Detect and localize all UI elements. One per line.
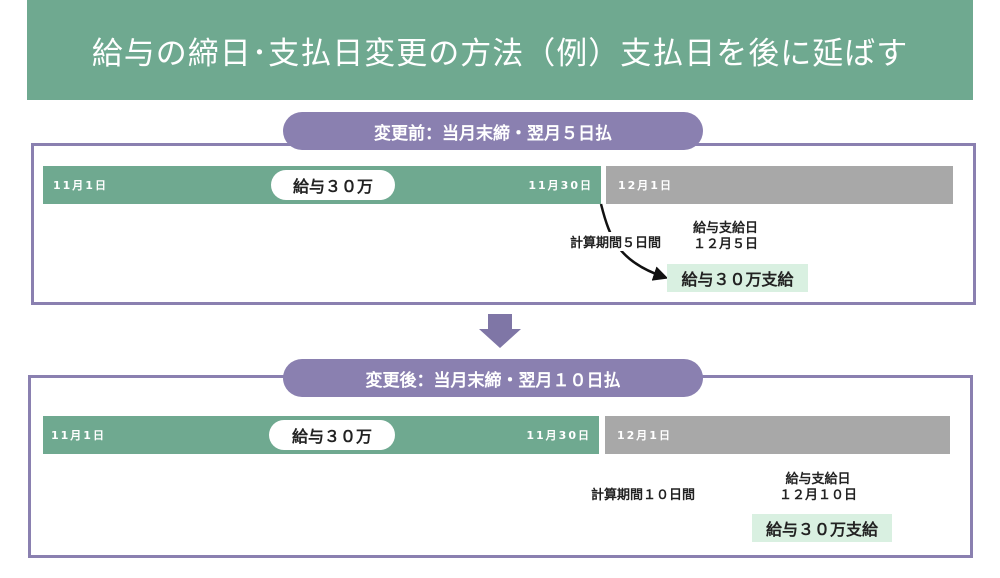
after-calc-period: 計算期間１０日間 xyxy=(589,484,698,503)
after-december-bar: 12月1日 xyxy=(605,416,950,454)
title-banner: 給与の締日･支払日変更の方法（例）支払日を後に延ばす xyxy=(27,0,973,100)
after-start-date: 11月1日 xyxy=(51,429,106,442)
after-november-bar: 11月1日 給与３０万 11月30日 xyxy=(43,416,599,454)
down-arrow-icon xyxy=(479,314,521,348)
after-payday-title: 給与支給日 xyxy=(785,472,851,487)
before-end-date: 11月30日 xyxy=(528,179,593,192)
before-next-date: 12月1日 xyxy=(618,179,673,192)
after-payday-date: １２月１０日 xyxy=(779,488,858,503)
before-payday-title: 給与支給日 xyxy=(693,221,759,236)
after-payment-box: 給与３０万支給 xyxy=(752,514,892,542)
after-payday: 給与支給日 １２月１０日 xyxy=(779,472,857,504)
before-salary-text: 給与３０万 xyxy=(292,177,373,196)
before-payment-box: 給与３０万支給 xyxy=(667,264,808,292)
before-start-date: 11月1日 xyxy=(53,179,108,192)
after-heading: 変更後：当月末締・翌月１０日払 xyxy=(283,359,703,397)
after-end-date: 11月30日 xyxy=(526,429,591,442)
after-payment-text: 給与３０万支給 xyxy=(765,520,878,539)
after-heading-text: 変更後：当月末締・翌月１０日払 xyxy=(365,370,621,391)
after-salary-text: 給与３０万 xyxy=(291,427,372,446)
page-title: 給与の締日･支払日変更の方法（例）支払日を後に延ばす xyxy=(91,35,909,72)
before-salary-pill: 給与３０万 xyxy=(271,170,395,200)
before-calc-period: 計算期間５日間 xyxy=(568,232,664,251)
before-payment-text: 給与３０万支給 xyxy=(681,270,794,289)
before-payday-date: １２月５日 xyxy=(693,237,759,252)
before-december-bar: 12月1日 xyxy=(606,166,953,204)
before-payday: 給与支給日 １２月５日 xyxy=(693,221,758,253)
before-heading-text: 変更前：当月末締・翌月５日払 xyxy=(374,123,612,144)
before-heading: 変更前：当月末締・翌月５日払 xyxy=(283,112,703,150)
after-next-date: 12月1日 xyxy=(617,429,672,442)
after-salary-pill: 給与３０万 xyxy=(269,420,395,450)
before-november-bar: 11月1日 給与３０万 11月30日 xyxy=(43,166,601,204)
